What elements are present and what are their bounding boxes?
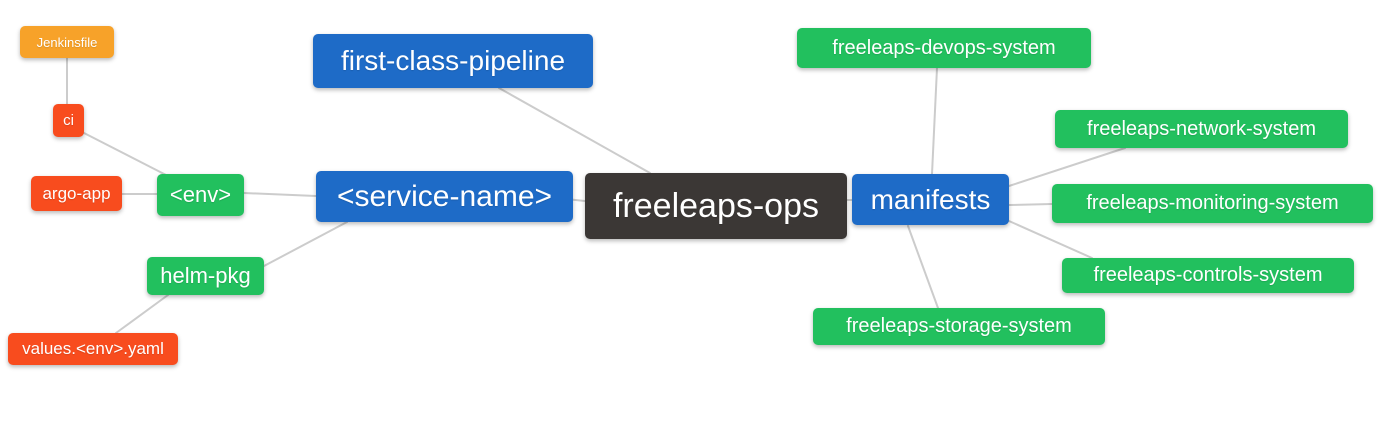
node-label-freeleaps-monitoring-system: freeleaps-monitoring-system [1086, 192, 1339, 214]
node-label-first-class-pipeline: first-class-pipeline [340, 45, 566, 76]
node-label-freeleaps-network-system: freeleaps-network-system [1087, 117, 1316, 140]
node-label-helm-pkg: helm-pkg [160, 263, 251, 288]
node-helm-pkg[interactable]: helm-pkg [147, 257, 264, 295]
node-label-env: <env> [169, 182, 232, 207]
node-service-name[interactable]: <service-name> [316, 171, 573, 222]
edge-ci-to-env [83, 132, 169, 177]
node-freeleaps-storage-system[interactable]: freeleaps-storage-system [813, 308, 1105, 345]
edge-first-class-pipeline-to-freeleaps-ops [498, 87, 651, 174]
node-label-jenkinsfile: Jenkinsfile [36, 34, 98, 50]
edge-manifests-to-freeleaps-network-system [1008, 147, 1126, 187]
node-env[interactable]: <env> [157, 174, 244, 216]
node-label-freeleaps-controls-system: freeleaps-controls-system [1093, 264, 1323, 286]
node-label-ci: ci [63, 112, 74, 129]
node-freeleaps-monitoring-system[interactable]: freeleaps-monitoring-system [1052, 184, 1373, 223]
edge-env-to-service-name [243, 192, 317, 197]
edge-manifests-to-freeleaps-monitoring-system [1008, 203, 1053, 206]
edge-manifests-to-freeleaps-devops-system [931, 67, 938, 175]
node-ci[interactable]: ci [53, 104, 84, 137]
node-freeleaps-ops[interactable]: freeleaps-ops [585, 173, 847, 239]
edge-manifests-to-freeleaps-storage-system [907, 225, 939, 309]
node-label-freeleaps-devops-system: freeleaps-devops-system [832, 36, 1056, 59]
node-freeleaps-controls-system[interactable]: freeleaps-controls-system [1062, 258, 1354, 293]
node-jenkinsfile[interactable]: Jenkinsfile [20, 26, 114, 58]
node-freeleaps-devops-system[interactable]: freeleaps-devops-system [797, 28, 1091, 68]
node-values-env-yaml[interactable]: values.<env>.yaml [8, 333, 178, 365]
node-first-class-pipeline[interactable]: first-class-pipeline [313, 34, 593, 88]
edge-manifests-to-freeleaps-controls-system [1008, 220, 1093, 259]
edge-values-env-yaml-to-helm-pkg [115, 294, 169, 334]
node-manifests[interactable]: manifests [852, 174, 1009, 225]
node-argo-app[interactable]: argo-app [31, 176, 122, 211]
node-label-freeleaps-storage-system: freeleaps-storage-system [846, 315, 1072, 337]
node-label-values-env-yaml: values.<env>.yaml [22, 339, 164, 358]
node-label-argo-app: argo-app [42, 183, 111, 203]
node-freeleaps-network-system[interactable]: freeleaps-network-system [1055, 110, 1348, 148]
node-label-service-name: <service-name> [336, 179, 553, 213]
edge-helm-pkg-to-service-name [263, 221, 348, 267]
node-label-freeleaps-ops: freeleaps-ops [612, 186, 819, 225]
node-label-manifests: manifests [870, 183, 991, 215]
